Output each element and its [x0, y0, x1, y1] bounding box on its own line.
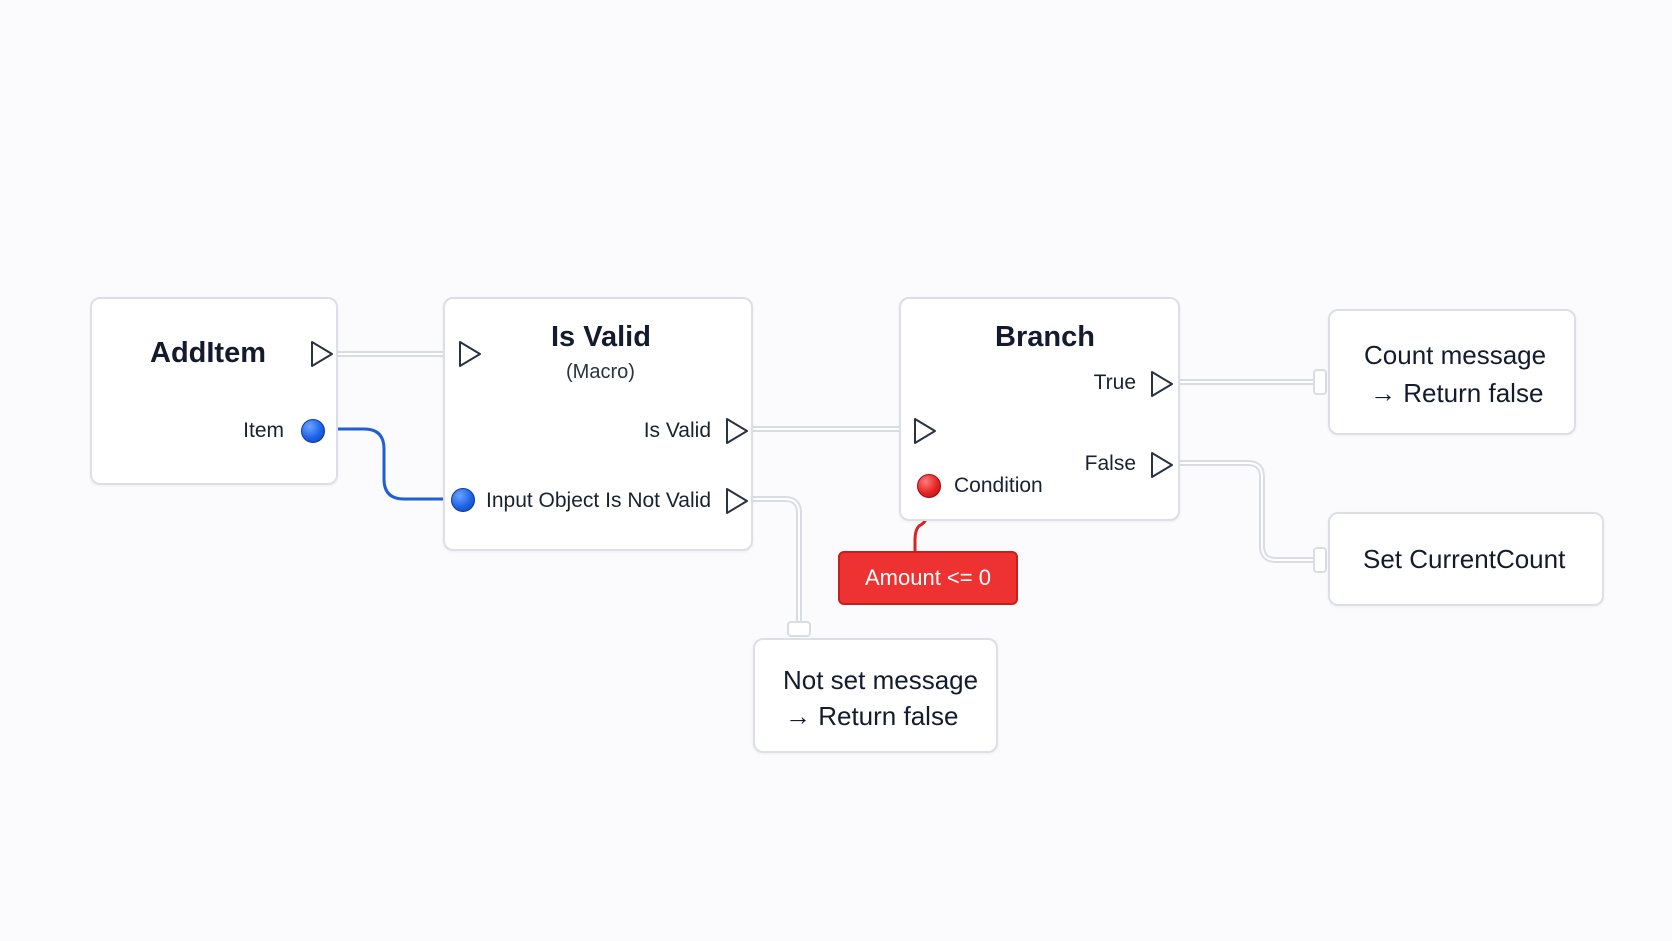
branch-true-label: True [1093, 371, 1136, 394]
isvalid-valid-out-icon[interactable] [721, 416, 751, 446]
isvalid-notvalid-out-icon[interactable] [721, 486, 751, 516]
exec-wire-notvalid-to-notset [750, 496, 802, 633]
isvalid-input-label: Input Object [486, 489, 600, 512]
object-wire-item-to-input [310, 427, 465, 501]
branch-title: Branch [995, 321, 1095, 353]
count-message-line1: Count message [1364, 340, 1547, 370]
branch-exec-in-icon[interactable] [909, 416, 939, 446]
wire-socket-setcount [1313, 547, 1327, 573]
count-message-node[interactable]: Count message → Return false [1328, 309, 1576, 435]
additem-title: AddItem [150, 337, 266, 369]
wire-socket-notset [787, 621, 811, 637]
isvalid-title: Is Valid [551, 321, 651, 353]
notset-message-node[interactable]: Not set message → Return false [753, 638, 998, 753]
branch-condition-label: Condition [954, 474, 1043, 497]
additem-exec-out-icon[interactable] [306, 339, 336, 369]
isvalid-node[interactable]: Is Valid (Macro) Is Valid Input Object I… [443, 297, 753, 551]
isvalid-input-pin-icon[interactable] [451, 488, 475, 512]
notset-message-line1: Not set message [783, 665, 979, 695]
branch-condition-pin-icon[interactable] [917, 474, 941, 498]
additem-node[interactable]: AddItem Item [90, 297, 338, 485]
additem-item-pin-icon[interactable] [301, 419, 325, 443]
branch-false-label: False [1084, 452, 1136, 475]
isvalid-exec-in-icon[interactable] [454, 339, 484, 369]
additem-item-label: Item [243, 419, 284, 442]
isvalid-subtitle: (Macro) [566, 361, 635, 383]
isvalid-valid-label: Is Valid [643, 419, 711, 442]
branch-true-out-icon[interactable] [1146, 369, 1176, 399]
isvalid-notvalid-label: Is Not Valid [605, 489, 711, 512]
set-currentcount-node[interactable]: Set CurrentCount [1328, 512, 1604, 606]
branch-node[interactable]: Branch True False Condition [899, 297, 1180, 521]
wire-socket-count [1313, 369, 1327, 395]
set-currentcount-label: Set CurrentCount [1363, 544, 1566, 574]
notset-message-line2: → Return false [785, 701, 959, 731]
condition-expression-badge[interactable]: Amount <= 0 [838, 551, 1018, 605]
count-message-line2: → Return false [1370, 378, 1544, 408]
branch-false-out-icon[interactable] [1146, 450, 1176, 480]
exec-wire-false-to-setcount [1177, 460, 1323, 563]
